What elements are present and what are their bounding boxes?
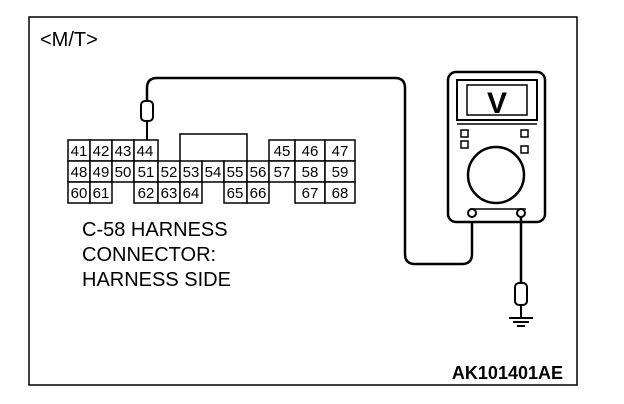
terminal-number: 61: [93, 185, 110, 202]
indicator-square: [460, 129, 469, 138]
terminal-number: 60: [71, 185, 88, 202]
terminal-number: 64: [183, 185, 200, 202]
terminal-number: 51: [138, 164, 155, 181]
terminal-cell: [89, 181, 113, 204]
terminal-number: 49: [93, 164, 110, 181]
terminal-number: 43: [115, 143, 132, 160]
connector-row-3: 60 61 62 63 64 65 66 67 68: [67, 181, 356, 204]
terminal-number: 67: [302, 185, 319, 202]
connector-row-2: 48 49 50 51 52 53 54 55 56 57 58 59: [67, 160, 356, 183]
connector-row-1: 41 42 43 44 45 46 47: [67, 139, 356, 162]
terminal-number: 63: [161, 185, 178, 202]
terminal-cell: [246, 181, 270, 204]
terminal-cell: [179, 181, 203, 204]
terminal-number: 56: [250, 164, 267, 181]
mode-symbol: V: [487, 87, 507, 120]
ground-probe-icon: [514, 282, 528, 318]
terminal-number: 62: [138, 185, 155, 202]
ground-symbol-icon: [509, 317, 533, 327]
terminal-number: 46: [302, 143, 319, 160]
connector-title-line-2: CONNECTOR:: [82, 244, 216, 266]
terminal-number: 59: [332, 164, 349, 181]
selector-dial: [466, 145, 526, 205]
terminal-number: 57: [274, 164, 291, 181]
com-jack: [467, 208, 477, 218]
connector-title-line-3: HARNESS SIDE: [82, 269, 231, 291]
terminal-number: 45: [274, 143, 291, 160]
terminal-number: 41: [71, 143, 88, 160]
indicator-square: [520, 145, 529, 154]
variant-label: <M/T>: [40, 29, 98, 51]
terminal-number: 42: [93, 143, 110, 160]
terminal-cell: [324, 181, 356, 204]
terminal-number: 65: [227, 185, 244, 202]
multimeter-icon: V: [446, 70, 547, 224]
terminal-number: 47: [332, 143, 349, 160]
figure-id: AK101401AE: [452, 363, 563, 383]
indicator-square: [460, 140, 469, 149]
connector-title-line-1: C-58 HARNESS: [82, 219, 228, 241]
indicator-square: [520, 129, 529, 138]
terminal-number: 58: [302, 164, 319, 181]
connector-key: [179, 133, 248, 163]
display-inner: [466, 84, 528, 116]
probe-icon: [140, 100, 154, 142]
terminal-number: 66: [250, 185, 267, 202]
terminal-number: 44: [137, 143, 154, 160]
v-jack: [516, 208, 526, 218]
terminal-number: 55: [227, 164, 244, 181]
terminal-number: 52: [161, 164, 178, 181]
diagram-frame: [28, 16, 578, 386]
terminal-number: 53: [183, 164, 200, 181]
test-lead-wire: [145, 76, 474, 266]
terminal-number: 48: [71, 164, 88, 181]
terminal-number: 50: [115, 164, 132, 181]
terminal-number: 54: [205, 164, 222, 181]
terminal-number: 68: [332, 185, 349, 202]
